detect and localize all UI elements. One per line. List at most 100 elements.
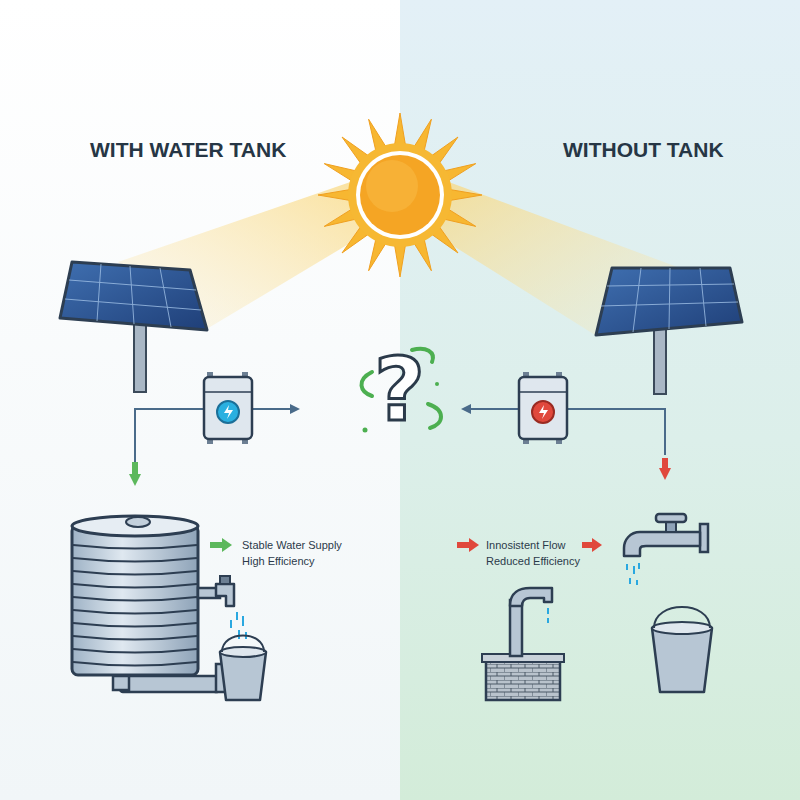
flow-arrows-right-part bbox=[457, 542, 470, 548]
solar-panel-right bbox=[596, 268, 742, 394]
controller-right bbox=[519, 372, 567, 444]
supply-arrow-left bbox=[210, 538, 232, 552]
section-heading: WITH WATER TANK bbox=[90, 138, 286, 161]
well bbox=[482, 588, 564, 700]
water-tank-part bbox=[220, 576, 230, 584]
solar-panel-right-part bbox=[601, 268, 738, 332]
tank-rib bbox=[73, 610, 197, 614]
wires-right-part bbox=[662, 458, 668, 469]
solar-panel-left-part bbox=[60, 262, 207, 330]
water-tank-part bbox=[73, 545, 197, 666]
solar-panel-left-part-part bbox=[69, 280, 196, 290]
bucket-right bbox=[652, 607, 712, 692]
controller-left-part bbox=[217, 401, 239, 423]
sun-part bbox=[366, 160, 418, 212]
tank-rib bbox=[73, 597, 197, 601]
sun-part bbox=[318, 113, 482, 277]
solar-panel-right-part-part bbox=[700, 268, 706, 326]
flow-arrows-right-part bbox=[592, 538, 602, 552]
solar-panel-right-part bbox=[596, 268, 742, 335]
wires-left-part bbox=[290, 404, 300, 414]
solar-panel-right-part bbox=[654, 322, 666, 394]
controller-left-part bbox=[204, 391, 252, 393]
bucket-right-part bbox=[654, 607, 710, 628]
bucket-right-part bbox=[652, 628, 712, 692]
benefit-label: High Efficiency bbox=[242, 555, 315, 567]
sun-ray bbox=[395, 245, 406, 277]
tank-rib bbox=[73, 649, 197, 653]
question-swirl-part bbox=[361, 372, 372, 396]
water-drops-right-part bbox=[638, 563, 640, 569]
question-swirl-part bbox=[435, 382, 439, 386]
wires-right-part bbox=[470, 408, 520, 410]
controller-left-part bbox=[224, 405, 233, 419]
water-drops-right bbox=[626, 563, 640, 585]
water-tank-part bbox=[126, 517, 150, 527]
bucket-right-part bbox=[652, 622, 712, 634]
tank-rib bbox=[73, 558, 197, 562]
bucket-left-part bbox=[220, 647, 266, 657]
solar-panel-right-part-part bbox=[601, 302, 738, 306]
well-part bbox=[547, 608, 549, 614]
sun-ray bbox=[395, 113, 406, 145]
question-swirl-part bbox=[363, 428, 368, 433]
question-swirl-part bbox=[428, 404, 441, 428]
wires-left-part bbox=[132, 462, 138, 474]
well-part bbox=[510, 588, 552, 606]
solar-panel-left-part-part bbox=[97, 264, 101, 321]
sun-part bbox=[348, 143, 452, 247]
drawback-label: Reduced Efficiency bbox=[486, 555, 580, 567]
faucet-right-part bbox=[666, 522, 676, 532]
water-tank-part bbox=[113, 676, 129, 690]
water-tank-part bbox=[72, 525, 198, 675]
bucket-left bbox=[220, 636, 266, 701]
tank-rib bbox=[73, 545, 197, 549]
water-drops-right-part bbox=[636, 580, 638, 585]
wires-right-part bbox=[461, 404, 471, 414]
wires-left-part bbox=[135, 409, 205, 470]
benefit-label: Stable Water Supply bbox=[242, 539, 342, 551]
well-part bbox=[510, 600, 522, 656]
tank-rib bbox=[73, 571, 197, 575]
solar-panel-right-part-part bbox=[633, 268, 641, 332]
solar-panel-left bbox=[60, 262, 207, 392]
wires-right-part bbox=[565, 409, 665, 455]
controller-right-part bbox=[519, 391, 567, 393]
sun-ray bbox=[318, 190, 350, 201]
solar-panel-left-part bbox=[65, 264, 201, 327]
tank-rib bbox=[73, 662, 197, 666]
faucet-right-part bbox=[624, 532, 700, 556]
drawback-label: Innosistent Flow bbox=[486, 539, 565, 551]
solar-panel-right-part-part bbox=[669, 268, 670, 329]
sun-part bbox=[360, 155, 440, 235]
wires-right-part bbox=[659, 468, 671, 480]
tank-rib bbox=[73, 636, 197, 640]
wires-left-part bbox=[250, 408, 292, 410]
water-drops-left-part bbox=[238, 630, 240, 639]
tank-rib bbox=[73, 623, 197, 627]
supply-arrow-left-part bbox=[222, 538, 232, 552]
controller-left bbox=[204, 372, 252, 444]
water-tank-part bbox=[72, 516, 198, 536]
water-tank-part bbox=[216, 584, 234, 606]
water-drops-left-part bbox=[230, 620, 232, 628]
controller-right-part bbox=[539, 405, 548, 419]
solar-panel-left-part-part bbox=[65, 299, 201, 310]
background-part bbox=[0, 0, 400, 800]
sun-part bbox=[356, 151, 444, 239]
water-drops-left-part bbox=[236, 612, 238, 620]
wires-left-part bbox=[129, 474, 141, 486]
solar-panel-right-part-part bbox=[607, 284, 734, 286]
controller-right-part bbox=[519, 377, 567, 439]
flow-arrows-right bbox=[457, 538, 602, 552]
solar-panel-left-part bbox=[134, 318, 146, 392]
flow-arrows-right-part bbox=[582, 542, 593, 548]
water-drops-right-part bbox=[626, 564, 628, 570]
solar-panel-left-part-part bbox=[160, 268, 171, 327]
water-drops-left-part bbox=[242, 616, 244, 626]
supply-arrow-left-part bbox=[210, 542, 223, 548]
bucket-left-part bbox=[220, 652, 266, 700]
